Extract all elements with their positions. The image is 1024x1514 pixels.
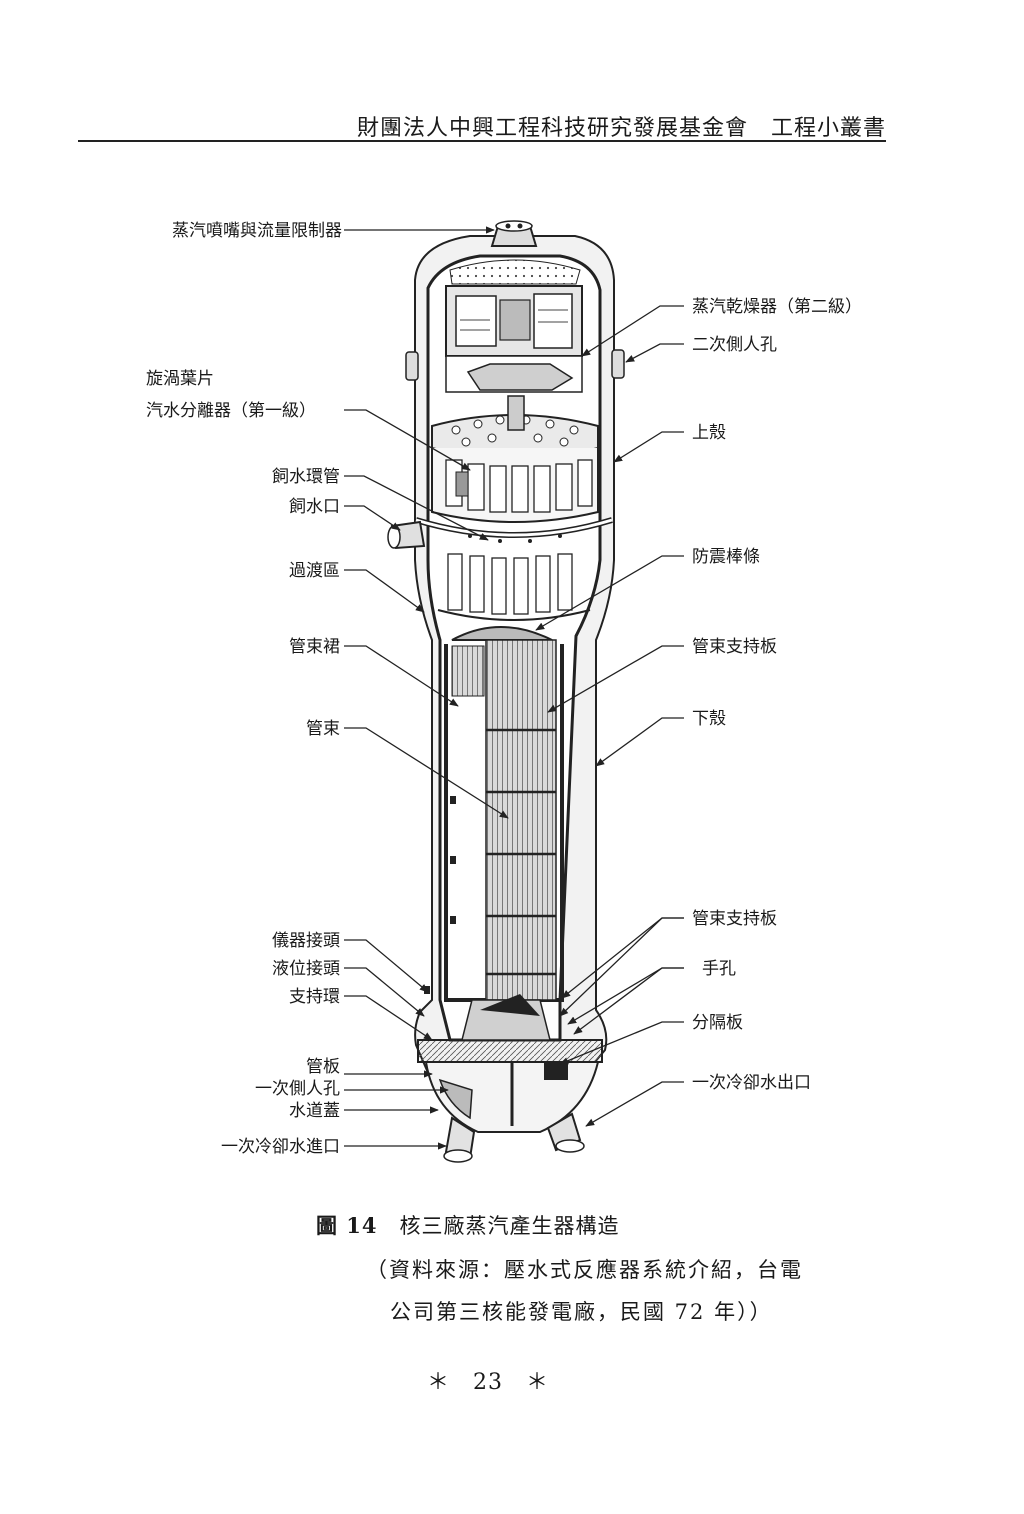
page-number: ＊ 23 ＊: [427, 1370, 549, 1395]
caption-title-line: 圖 14 核三廠蒸汽產生器構造: [316, 1210, 620, 1240]
figure-number: 圖 14: [316, 1213, 378, 1238]
label-feedwater-ring: 飼水環管: [272, 467, 340, 487]
label-steam-dryer: 蒸汽乾燥器（第二級）: [692, 297, 862, 317]
channel-head: [424, 1061, 600, 1133]
label-tube-support-plate-upper: 管束支持板: [692, 637, 777, 657]
steam-dryer: [445, 285, 583, 393]
labels-left: 蒸汽噴嘴與流量限制器 旋渦葉片 汽水分離器（第一級） 飼水環管 飼水口 過渡區 …: [146, 221, 342, 1157]
label-support-ring: 支持環: [289, 987, 340, 1007]
label-tube-support-plate-lower: 管束支持板: [692, 909, 777, 929]
primary-outlet-nozzle: [546, 1112, 585, 1153]
label-primary-outlet: 一次冷卻水出口: [692, 1073, 811, 1093]
label-lower-shell: 下殼: [692, 709, 726, 729]
label-primary-inlet: 一次冷卻水進口: [221, 1137, 340, 1157]
label-primary-separator: 汽水分離器（第一級）: [146, 401, 316, 421]
support-plates: [486, 728, 556, 976]
tube-bundle-cap: [451, 626, 553, 641]
secondary-manway-left: [405, 351, 419, 381]
primary-inlet-nozzle: [443, 1116, 476, 1163]
labels-right: 蒸汽乾燥器（第二級） 二次側人孔 上殼 防震棒條 管束支持板 下殼 管束支持板 …: [692, 297, 862, 1093]
label-tube-wrapper: 管束裙: [289, 637, 340, 657]
label-tubesheet: 管板: [306, 1057, 340, 1077]
steam-generator-diagram: 蒸汽噴嘴與流量限制器 旋渦葉片 汽水分離器（第一級） 飼水環管 飼水口 過渡區 …: [146, 220, 862, 1163]
label-steam-nozzle: 蒸汽噴嘴與流量限制器: [172, 221, 342, 241]
caption-source-line2: 公司第三核能發電廠，民國 72 年））: [390, 1300, 773, 1324]
caption-source-line1: （資料來源：壓水式反應器系統介紹，台電: [366, 1258, 803, 1282]
label-channel-head: 水道蓋: [289, 1101, 340, 1121]
tubesheet: [417, 994, 603, 1063]
label-swirl-vanes: 旋渦葉片: [146, 369, 214, 389]
label-anti-vibration-bars: 防震棒條: [692, 547, 760, 567]
label-level-connection: 液位接頭: [272, 959, 340, 979]
page-header: 財團法人中興工程科技研究發展基金會 工程小叢書: [78, 108, 886, 142]
secondary-manway-right: [611, 349, 625, 379]
label-instrument-connection: 儀器接頭: [272, 931, 340, 951]
label-handhole: 手孔: [702, 959, 736, 979]
label-divider-plate: 分隔板: [692, 1013, 743, 1033]
header-title: 財團法人中興工程科技研究發展基金會 工程小叢書: [356, 116, 886, 141]
label-upper-shell: 上殼: [692, 423, 726, 443]
figure-title: 核三廠蒸汽產生器構造: [399, 1214, 620, 1238]
moisture-separator: [431, 395, 599, 523]
tube-bundle: [485, 639, 557, 1001]
leader-lines: [344, 226, 684, 1150]
label-primary-manway: 一次側人孔: [255, 1079, 340, 1099]
feedwater-ring: [415, 517, 613, 543]
label-feedwater-nozzle: 飼水口: [289, 497, 340, 517]
label-transition-zone: 過渡區: [289, 561, 340, 581]
label-secondary-manway: 二次側人孔: [692, 335, 777, 355]
steam-nozzle: [490, 220, 538, 247]
transition-zone: [437, 553, 591, 621]
label-tube-bundle: 管束: [306, 719, 340, 739]
vessel: [387, 220, 625, 1163]
